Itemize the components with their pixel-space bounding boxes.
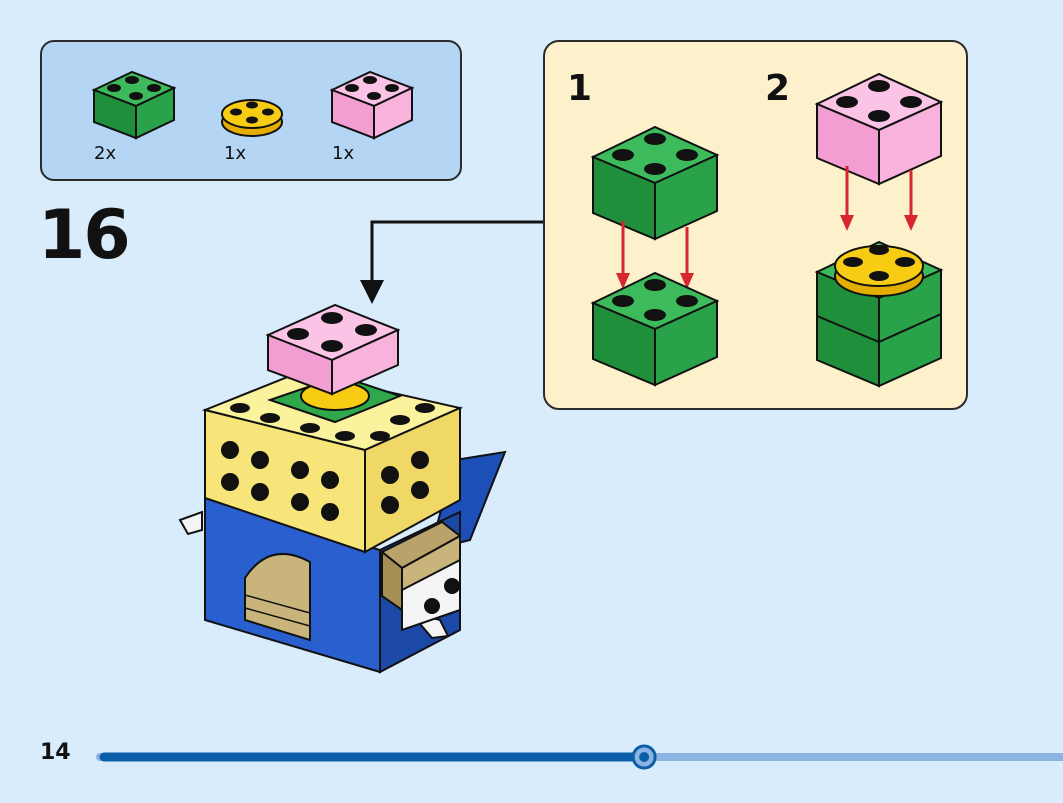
sub-step-2-number: 2 <box>765 68 791 109</box>
green-brick-qty: 2x <box>94 143 117 164</box>
sub-step-1-number: 1 <box>567 68 593 109</box>
sub-assembly-panel: 1 2 <box>543 40 968 410</box>
yellow-round-plate-icon <box>221 99 283 137</box>
step-number: 16 <box>38 196 131 275</box>
green-brick-icon <box>91 70 177 140</box>
pink-brick-icon <box>329 70 415 140</box>
main-model-illustration <box>178 303 507 674</box>
parts-list-panel: 2x 1x 1x <box>40 40 462 181</box>
sub-step-1-illustration <box>590 125 720 387</box>
sub-step-2-illustration <box>814 72 944 388</box>
progress-bar <box>96 744 1063 770</box>
page-number: 14 <box>40 740 71 765</box>
pink-brick-qty: 1x <box>332 143 355 164</box>
yellow-plate-qty: 1x <box>224 143 247 164</box>
